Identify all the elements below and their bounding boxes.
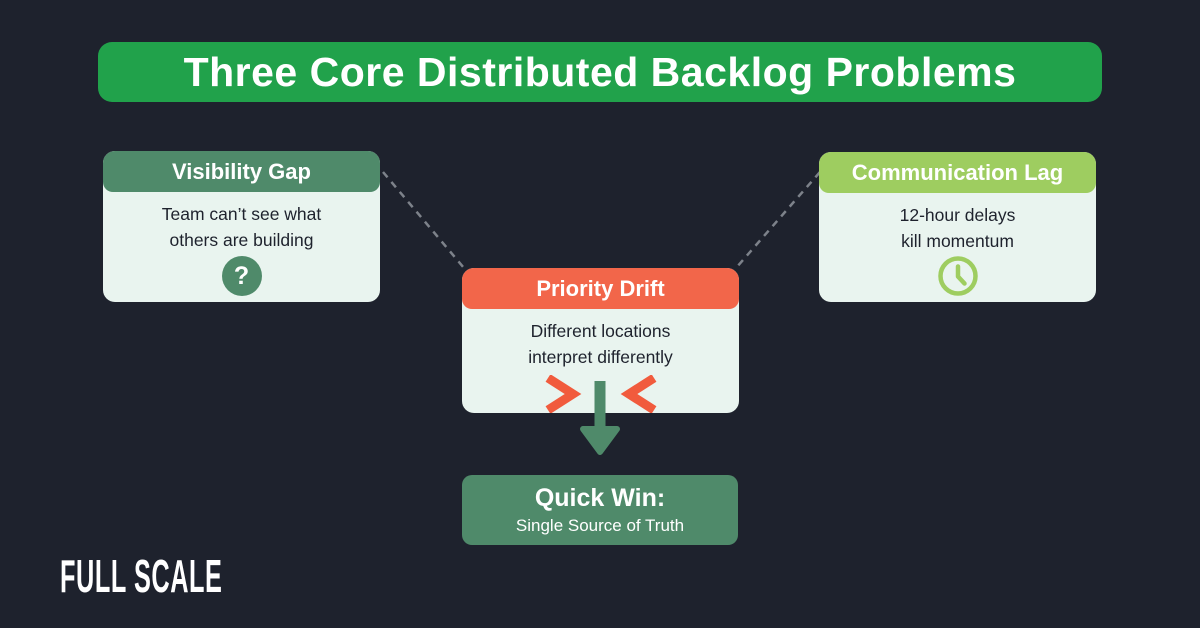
page-title: Three Core Distributed Backlog Problems <box>183 48 1017 95</box>
card-communication-lag-body: 12-hour delays kill momentum <box>819 193 1096 297</box>
card-visibility-gap: Visibility Gap Team can’t see what other… <box>103 151 380 302</box>
card-text-line: Different locations <box>530 321 671 341</box>
question-icon: ? <box>221 256 262 296</box>
card-text-line: others are building <box>169 230 314 250</box>
card-communication-lag-header: Communication Lag <box>819 152 1096 193</box>
card-text-line: Team can’t see what <box>161 204 322 224</box>
card-text-line: 12-hour delays <box>899 205 1016 225</box>
opposing-chevrons-icon <box>545 375 656 413</box>
quick-win-callout: Quick Win: Single Source of Truth <box>462 475 738 545</box>
quick-win-title: Quick Win: <box>534 484 666 513</box>
connector-right-dashed-line <box>735 171 821 269</box>
card-title: Priority Drift <box>536 275 665 301</box>
card-text-line: interpret differently <box>528 347 673 367</box>
card-title: Visibility Gap <box>172 158 311 184</box>
quick-win-subtitle: Single Source of Truth <box>515 515 685 535</box>
question-glyph: ? <box>233 261 250 290</box>
card-communication-lag: Communication Lag 12-hour delays kill mo… <box>819 152 1096 302</box>
full-scale-logo: FULL SCALE <box>60 553 355 599</box>
full-scale-logo-text: FULL SCALE <box>60 550 223 602</box>
card-visibility-gap-body: Team can’t see what others are building … <box>103 192 380 296</box>
card-title: Communication Lag <box>851 159 1064 185</box>
title-banner: Three Core Distributed Backlog Problems <box>98 42 1102 102</box>
card-priority-drift-body: Different locations interpret differentl… <box>462 309 739 413</box>
card-text-line: kill momentum <box>901 231 1014 251</box>
connector-left-dashed-line <box>382 171 465 269</box>
card-priority-drift-header: Priority Drift <box>462 268 739 309</box>
clock-icon <box>937 256 978 296</box>
card-visibility-gap-header: Visibility Gap <box>103 151 380 192</box>
card-priority-drift: Priority Drift Different locations inter… <box>462 268 739 413</box>
